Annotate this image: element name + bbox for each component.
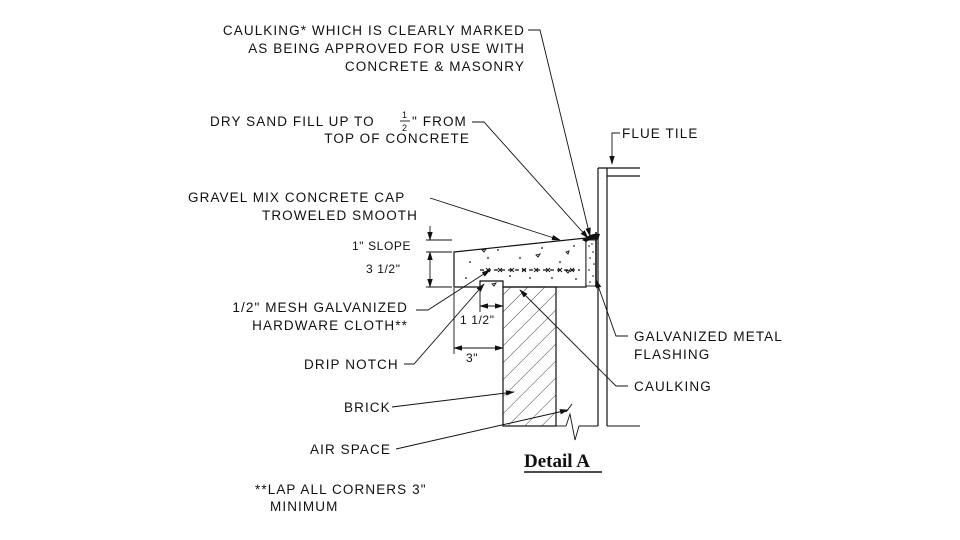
label-drip-notch: DRIP NOTCH — [304, 357, 399, 372]
label-dry-sand-line1a: DRY SAND FILL UP TO — [210, 114, 375, 129]
label-air-space: AIR SPACE — [310, 442, 391, 457]
dimension-lines — [426, 226, 504, 354]
dim-slope: 1" SLOPE — [352, 239, 411, 253]
leader-lines — [391, 29, 628, 450]
label-caulking-bottom: CAULKING — [634, 379, 712, 394]
label-brick: BRICK — [344, 400, 391, 415]
air-space — [556, 403, 598, 441]
dim-notch-offset: 1 1/2" — [460, 313, 495, 327]
label-caulking-approved-line1: CAULKING* WHICH IS CLEARLY MARKED — [223, 23, 525, 38]
label-concrete-cap-line2: TROWELED SMOOTH — [262, 208, 418, 223]
label-dry-sand-frac-den: 2 — [402, 123, 408, 133]
detail-title: Detail A — [524, 451, 590, 472]
note-line1: **LAP ALL CORNERS 3" — [255, 482, 427, 497]
note-line2: MINIMUM — [270, 499, 338, 514]
concrete-cap — [453, 237, 587, 288]
label-caulking-approved-line2: AS BEING APPROVED FOR USE WITH — [248, 41, 525, 56]
dim-overhang: 3" — [466, 351, 478, 365]
caulking-bead — [582, 233, 600, 242]
label-mesh-line1: 1/2" MESH GALVANIZED — [232, 300, 408, 315]
hardware-cloth-mesh — [480, 267, 580, 273]
flue-tile — [597, 167, 640, 427]
label-galvanized-flashing-line2: FLASHING — [634, 347, 710, 362]
sand-fill — [585, 239, 597, 287]
label-caulking-approved-line3: CONCRETE & MASONRY — [345, 59, 525, 74]
label-dry-sand-frac-num: 1 — [402, 110, 408, 120]
label-mesh-line2: HARDWARE CLOTH** — [252, 318, 408, 333]
label-dry-sand-line2: TOP OF CONCRETE — [324, 131, 470, 146]
label-flue-tile: FLUE TILE — [622, 126, 698, 141]
brick-wall — [502, 286, 557, 427]
label-galvanized-flashing-line1: GALVANIZED METAL — [634, 329, 783, 344]
label-concrete-cap-line1: GRAVEL MIX CONCRETE CAP — [188, 190, 405, 205]
dim-cap-thickness: 3 1/2" — [366, 262, 401, 276]
label-dry-sand-line1b: " FROM — [412, 114, 467, 129]
